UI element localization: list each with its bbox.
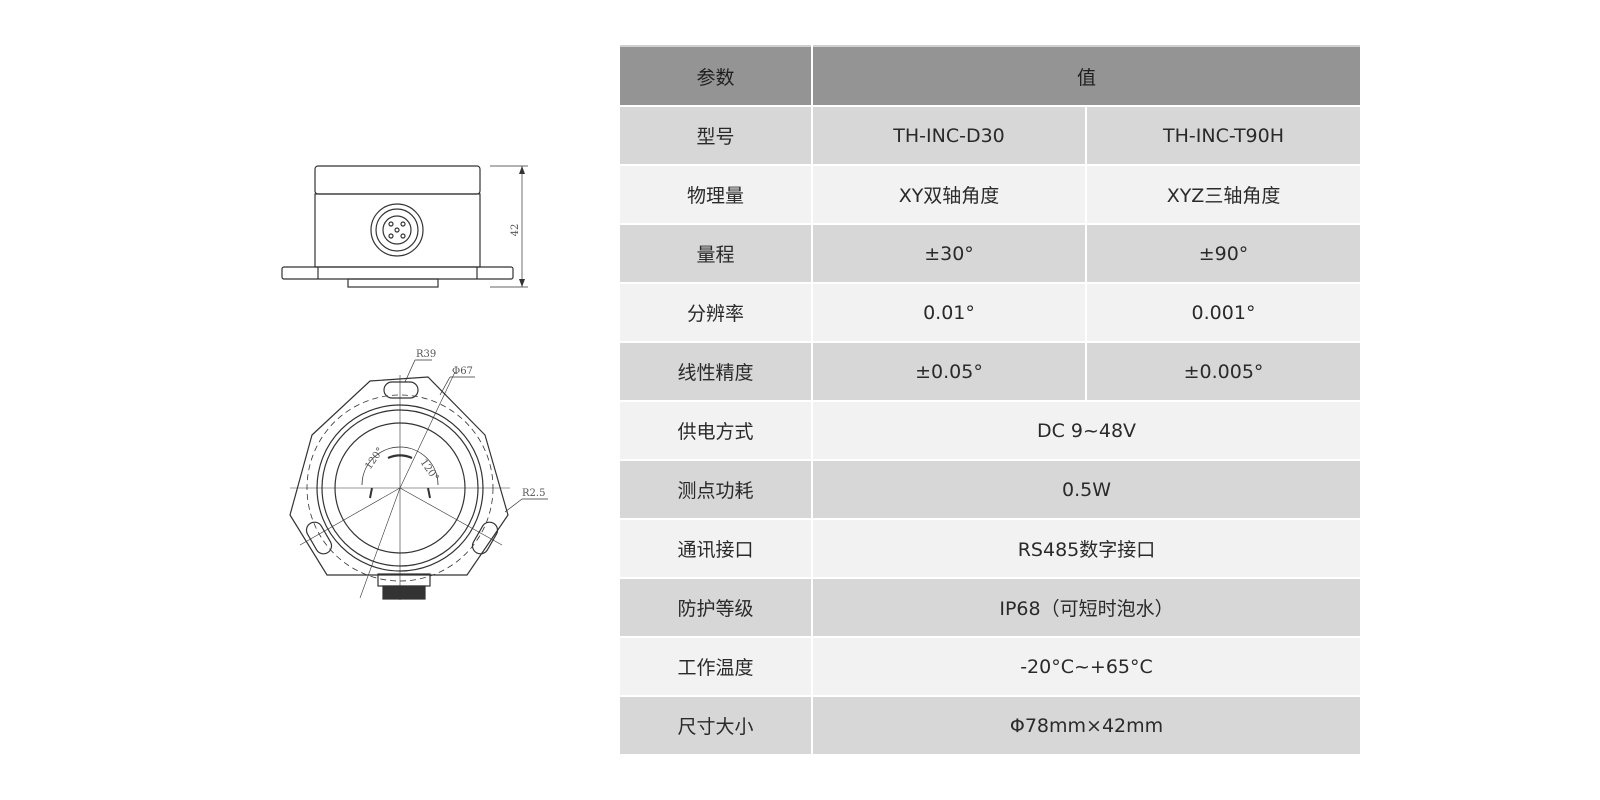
value-cell: IP68（可短时泡水）: [812, 578, 1361, 638]
angle-left-label: 120°: [363, 446, 386, 472]
table-row: 分辨率 0.01° 0.001°: [620, 283, 1361, 343]
value-cell-a: ±30°: [812, 224, 1087, 284]
top-view: [289, 359, 548, 600]
value-cell-b: ±90°: [1086, 224, 1361, 284]
param-cell: 工作温度: [620, 637, 813, 697]
value-cell-a: ±0.05°: [812, 342, 1087, 402]
drawing-svg: 42 R39 Φ67 120° 120° R2.5: [281, 165, 548, 600]
param-cell: 通讯接口: [620, 519, 813, 579]
table-row: 供电方式 DC 9~48V: [620, 401, 1361, 461]
param-cell: 型号: [620, 106, 813, 166]
table-row: 通讯接口 RS485数字接口: [620, 519, 1361, 579]
angle-right-label: 120°: [418, 457, 441, 483]
param-cell: 防护等级: [620, 578, 813, 638]
value-cell-a: XY双轴角度: [812, 165, 1087, 225]
value-cell: Φ78mm×42mm: [812, 696, 1361, 756]
table-row: 型号 TH-INC-D30 TH-INC-T90H: [620, 106, 1361, 166]
value-cell-b: ±0.005°: [1086, 342, 1361, 402]
corner-radius-label: R2.5: [522, 488, 545, 499]
value-cell-a: 0.01°: [812, 283, 1087, 343]
side-view: [281, 165, 528, 288]
header-value: 值: [812, 46, 1361, 107]
slot-left: [305, 521, 333, 555]
param-cell: 测点功耗: [620, 460, 813, 520]
bottom-connector-thread: [382, 585, 426, 600]
connector-icon: [370, 203, 424, 257]
param-cell: 量程: [620, 224, 813, 284]
table-row: 尺寸大小 Φ78mm×42mm: [620, 696, 1361, 756]
slot-right: [471, 521, 499, 555]
side-view-flange: [281, 266, 514, 280]
value-cell: RS485数字接口: [812, 519, 1361, 579]
side-view-base: [347, 278, 439, 288]
radius-dimension-label: R39: [416, 349, 436, 360]
value-cell: 0.5W: [812, 460, 1361, 520]
height-dimension-label: 42: [510, 224, 521, 237]
table-row: 量程 ±30° ±90°: [620, 224, 1361, 284]
top-view-outline: [289, 376, 509, 576]
param-cell: 分辨率: [620, 283, 813, 343]
table-row: 防护等级 IP68（可短时泡水）: [620, 578, 1361, 638]
side-view-lid: [314, 165, 481, 195]
value-cell: -20°C~+65°C: [812, 637, 1361, 697]
table-header-row: 参数 值: [620, 46, 1361, 107]
table-row: 物理量 XY双轴角度 XYZ三轴角度: [620, 165, 1361, 225]
value-cell: DC 9~48V: [812, 401, 1361, 461]
param-cell: 线性精度: [620, 342, 813, 402]
param-cell: 物理量: [620, 165, 813, 225]
spec-table: 参数 值 型号 TH-INC-D30 TH-INC-T90H 物理量 XY双轴角…: [620, 45, 1361, 756]
value-cell-b: 0.001°: [1086, 283, 1361, 343]
table-row: 线性精度 ±0.05° ±0.005°: [620, 342, 1361, 402]
param-cell: 尺寸大小: [620, 696, 813, 756]
diameter-dimension-label: Φ67: [452, 366, 473, 377]
table-row: 工作温度 -20°C~+65°C: [620, 637, 1361, 697]
slot-top: [383, 381, 419, 399]
value-cell-a: TH-INC-D30: [812, 106, 1087, 166]
value-cell-b: XYZ三轴角度: [1086, 165, 1361, 225]
table-row: 测点功耗 0.5W: [620, 460, 1361, 520]
header-param: 参数: [620, 46, 813, 107]
param-cell: 供电方式: [620, 401, 813, 461]
value-cell-b: TH-INC-T90H: [1086, 106, 1361, 166]
technical-drawing: 42 R39 Φ67 120° 120° R2.5: [270, 150, 570, 620]
